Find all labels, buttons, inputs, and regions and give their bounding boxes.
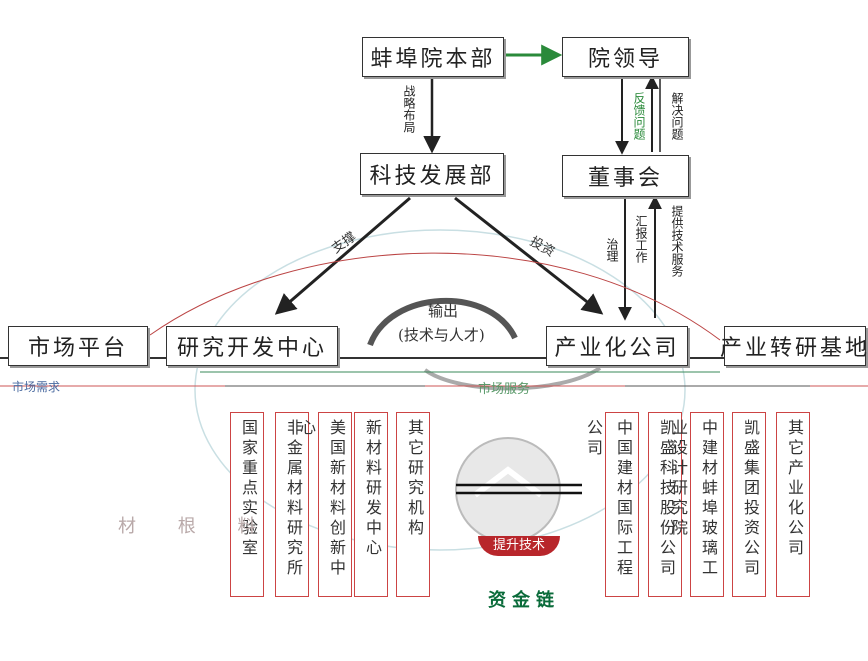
curve-link [149,252,721,341]
output-arc [367,297,518,347]
industrial-unit: 中国建材国际工程公司 [584,412,639,597]
banner-red: 提升技术 [478,536,560,556]
label-report: 汇报工作 [634,215,648,263]
tech-to-industrial-arrow [454,196,604,315]
outer-ellipse [194,229,686,551]
label-market-service: 市场服务 [478,382,531,397]
rnd-unit: 美国新材料创新中心 [297,412,352,597]
faded-left-badge: 市场需求 [12,380,61,394]
node-market: 市场平台 [8,326,148,366]
faded-left-chars: 材 根 料 [118,516,274,537]
node-tech-dept: 科技发展部 [360,153,504,195]
industrial-unit: 凯盛科技股份公司 [648,412,682,597]
node-leaders: 院领导 [562,37,689,77]
logo-circle [455,437,561,543]
label-output: 输出 [428,302,459,320]
rnd-unit: 其它研究机构 [396,412,430,597]
market-arc [423,366,602,391]
banner-green: 资金链 [488,590,560,611]
node-base: 产业转研基地 [720,326,867,366]
node-hq: 蚌埠院本部 [362,37,504,77]
label-govern: 治理 [605,238,619,262]
label-tech-service: 提供技术服务 [670,205,684,277]
industrial-unit: 中建材蚌埠玻璃工业设计研究院 [669,412,724,597]
rnd-unit: 新材料研发中心 [354,412,388,597]
industrial-unit: 凯盛集团投资公司 [732,412,766,597]
node-rnd: 研究开发中心 [166,326,338,366]
rnd-unit: 国家重点实验室 [230,412,264,597]
node-industrial: 产业化公司 [546,326,688,366]
label-feedback: 反馈问题 [632,92,646,140]
label-solve: 解决问题 [670,92,684,140]
label-strategy: 战略布局 [402,85,416,133]
label-output-detail: (技术与人才) [398,326,485,344]
node-board: 董事会 [562,155,689,197]
industrial-unit: 其它产业化公司 [776,412,810,597]
tech-to-rnd-arrow [274,196,411,315]
rnd-unit: 非金属材料研究所 [275,412,309,597]
